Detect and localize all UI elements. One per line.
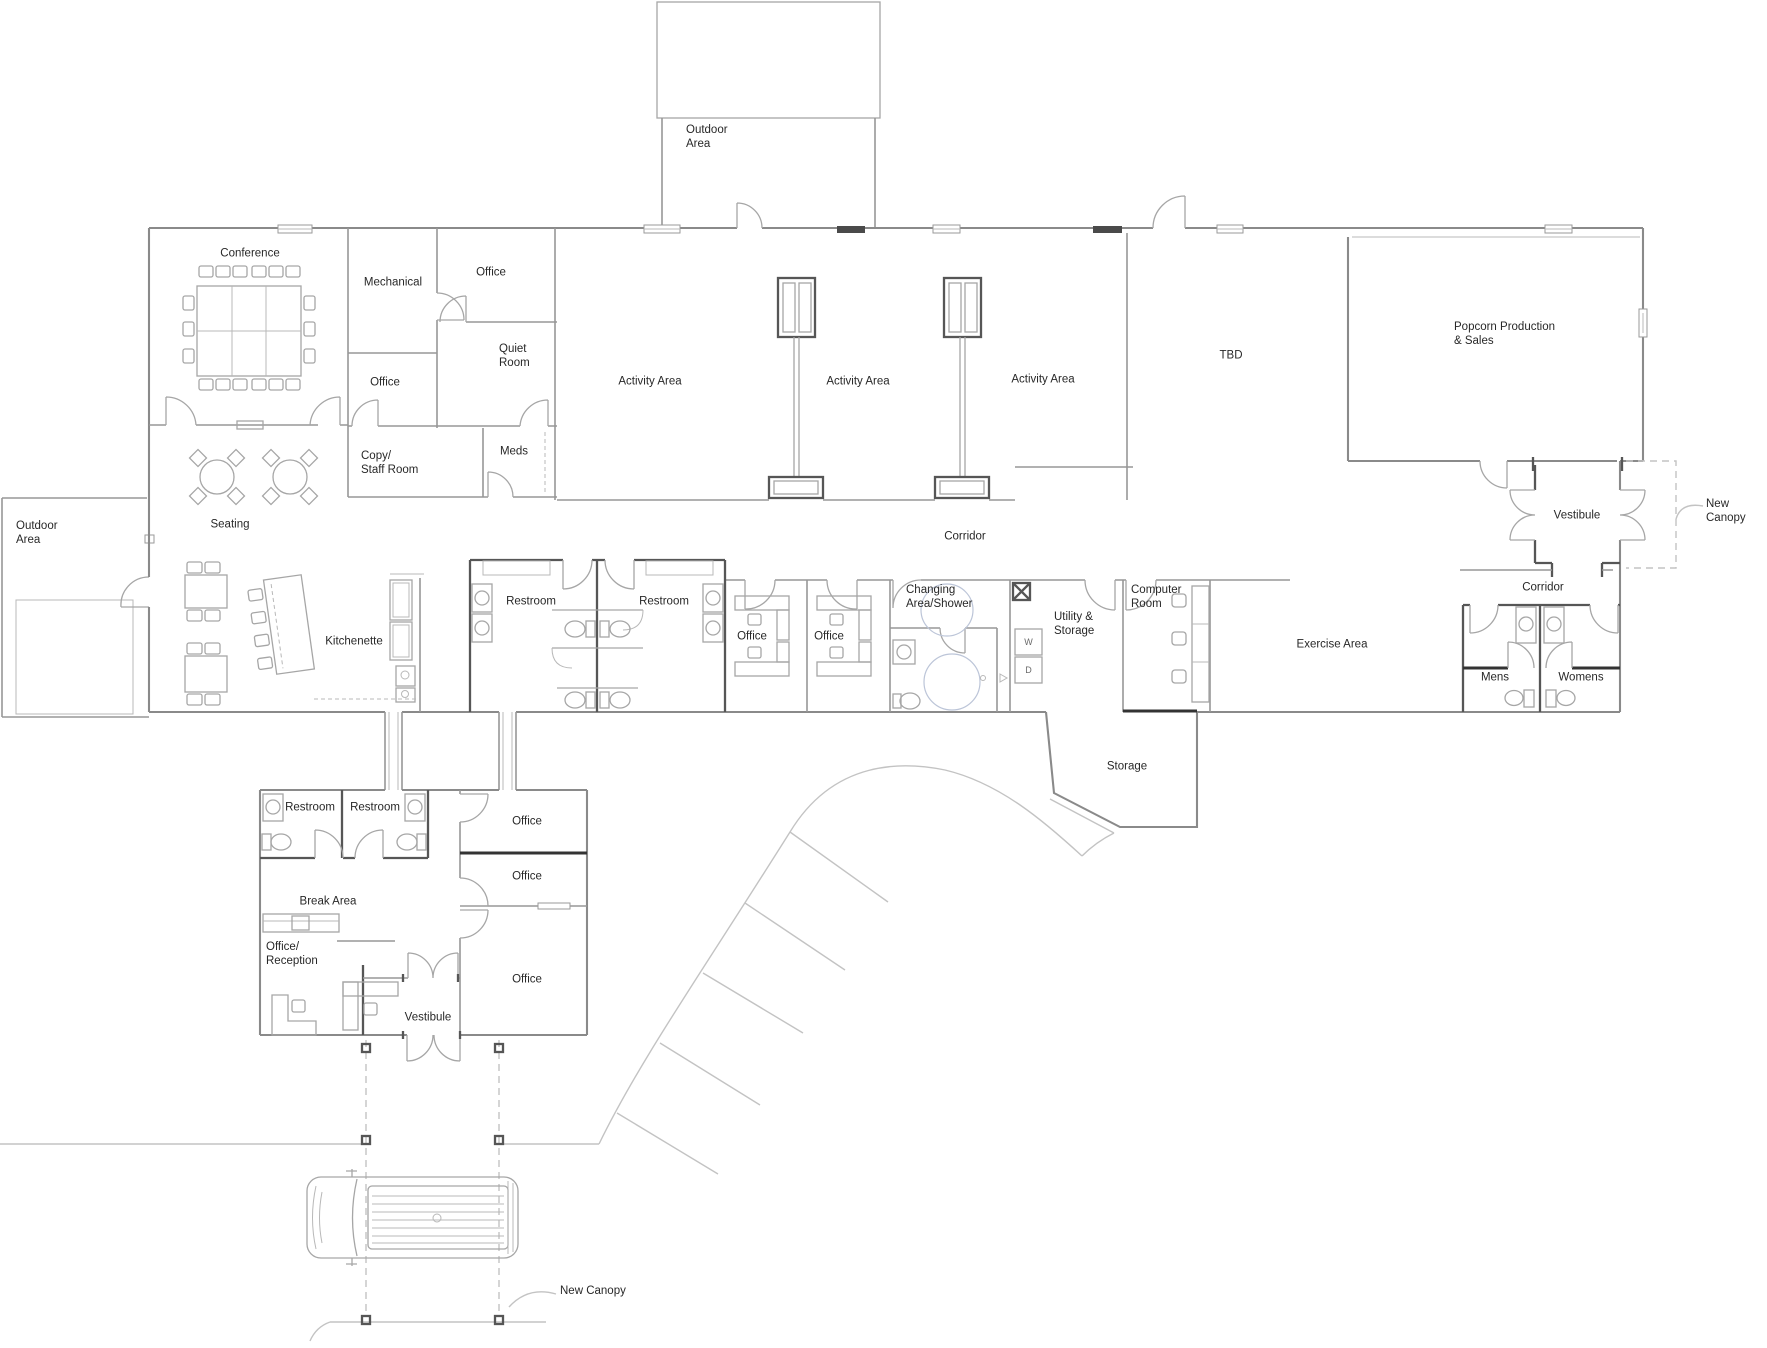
room-label-break-area: Break Area: [299, 895, 357, 908]
room-label-corridor-main: Corridor: [944, 530, 986, 543]
office-1-desks: [734, 595, 790, 677]
room-label-wing-restroom-2: Restroom: [350, 801, 400, 814]
computer-room: [1122, 579, 1211, 713]
site-label-new-canopy-right: New Canopy: [1706, 498, 1746, 524]
room-label-computer: Computer Room: [1131, 584, 1182, 610]
mens-womens-restrooms: [1461, 603, 1620, 712]
room-label-office-2: Office: [814, 630, 844, 643]
room-label-wing-office-1: Office: [512, 815, 542, 828]
room-label-meds: Meds: [499, 445, 529, 458]
canopy-posts: [360, 1042, 505, 1326]
room-label-copy-staff: Copy/ Staff Room: [361, 450, 419, 476]
site-label-new-canopy-bottom: New Canopy: [560, 1285, 626, 1297]
reception: [271, 965, 460, 1036]
canopy-right-leader: [1675, 504, 1704, 520]
room-label-womens: Womens: [1558, 671, 1604, 684]
conference-furniture: [182, 265, 316, 391]
washer-label: W: [1024, 637, 1033, 647]
room-label-outdoor-left: Outdoor Area: [16, 520, 58, 546]
room-label-office-mid: Office: [370, 376, 400, 389]
kitchenette-counters: [314, 573, 424, 712]
left-wing-doors: [165, 292, 549, 498]
mid-offices: [734, 579, 891, 712]
connectors: [384, 712, 517, 790]
room-label-tbd: TBD: [1219, 349, 1243, 362]
partition-1: [767, 276, 825, 500]
changing-area: [890, 579, 1009, 712]
window-marks: [277, 224, 1648, 338]
activity-partitions: [767, 276, 991, 500]
room-label-activity-2: Activity Area: [826, 375, 890, 388]
room-label-storage: Storage: [1106, 760, 1148, 773]
room-label-office-top: Office: [476, 266, 506, 279]
popcorn-room: [1346, 236, 1640, 489]
room-label-wing-restroom-1: Restroom: [285, 801, 335, 814]
room-label-popcorn: Popcorn Production & Sales: [1454, 321, 1556, 347]
partition-2: [933, 276, 991, 500]
mid-restrooms: [468, 558, 727, 712]
room-label-vestibule-right: Vestibule: [1553, 509, 1601, 522]
restroom-fixtures: [471, 583, 724, 709]
wing-offices: [459, 790, 587, 1035]
room-label-kitchenette: Kitchenette: [325, 635, 383, 648]
seating-furniture: [184, 448, 319, 706]
door-arc-outdoor: [736, 202, 763, 229]
room-label-conference: Conference: [220, 247, 280, 260]
office-2-desks: [816, 595, 872, 677]
top-wall-openings: [277, 195, 1648, 338]
room-label-restroom-mid-2: Restroom: [639, 595, 689, 608]
utility-room: W D: [1009, 579, 1116, 712]
room-label-office-reception: Office/ Reception: [266, 941, 318, 967]
room-label-exercise: Exercise Area: [1296, 638, 1368, 651]
room-label-quiet: Quiet Room: [499, 343, 530, 369]
dryer-label: D: [1025, 665, 1032, 675]
room-label-restroom-mid-1: Restroom: [506, 595, 556, 608]
room-label-activity-3: Activity Area: [1011, 373, 1075, 386]
site-drive-parking: [0, 765, 1115, 1175]
door-arc-tbd: [1152, 195, 1186, 229]
room-label-seating: Seating: [210, 518, 250, 531]
vestibule-right: [1460, 457, 1646, 577]
canopy-label-leader: [508, 1291, 557, 1308]
room-label-wing-office-2: Office: [512, 870, 542, 883]
building-envelope: [147, 226, 1645, 829]
canopy-bottom: [309, 1040, 557, 1342]
conference-chairs: [182, 265, 316, 391]
room-label-mens: Mens: [1480, 671, 1510, 684]
wing-restrooms: [260, 790, 430, 860]
room-label-changing: Changing Area/Shower: [906, 584, 973, 610]
door-arc: [120, 576, 150, 608]
room-label-mechanical: Mechanical: [363, 276, 423, 289]
room-label-corridor-right: Corridor: [1522, 581, 1564, 594]
left-wing-walls: [149, 228, 557, 712]
room-label-utility: Utility & Storage: [1054, 611, 1095, 637]
room-label-activity-1: Activity Area: [618, 375, 682, 388]
outdoor-area-top-deck: [656, 1, 881, 228]
room-label-wing-vestibule: Vestibule: [404, 1011, 452, 1024]
lower-wing: [258, 788, 589, 1062]
room-label-office-1: Office: [737, 630, 767, 643]
break-area-counter: [262, 913, 395, 942]
storage-walls: [1044, 711, 1199, 829]
corridor-walls: [557, 233, 1290, 581]
room-label-outdoor-top: Outdoor Area: [686, 124, 728, 150]
canopy-right: [1626, 460, 1704, 569]
wing-vestibule-doors: [401, 952, 462, 1062]
van: [306, 1169, 519, 1266]
room-label-wing-office-3: Office: [512, 973, 542, 986]
